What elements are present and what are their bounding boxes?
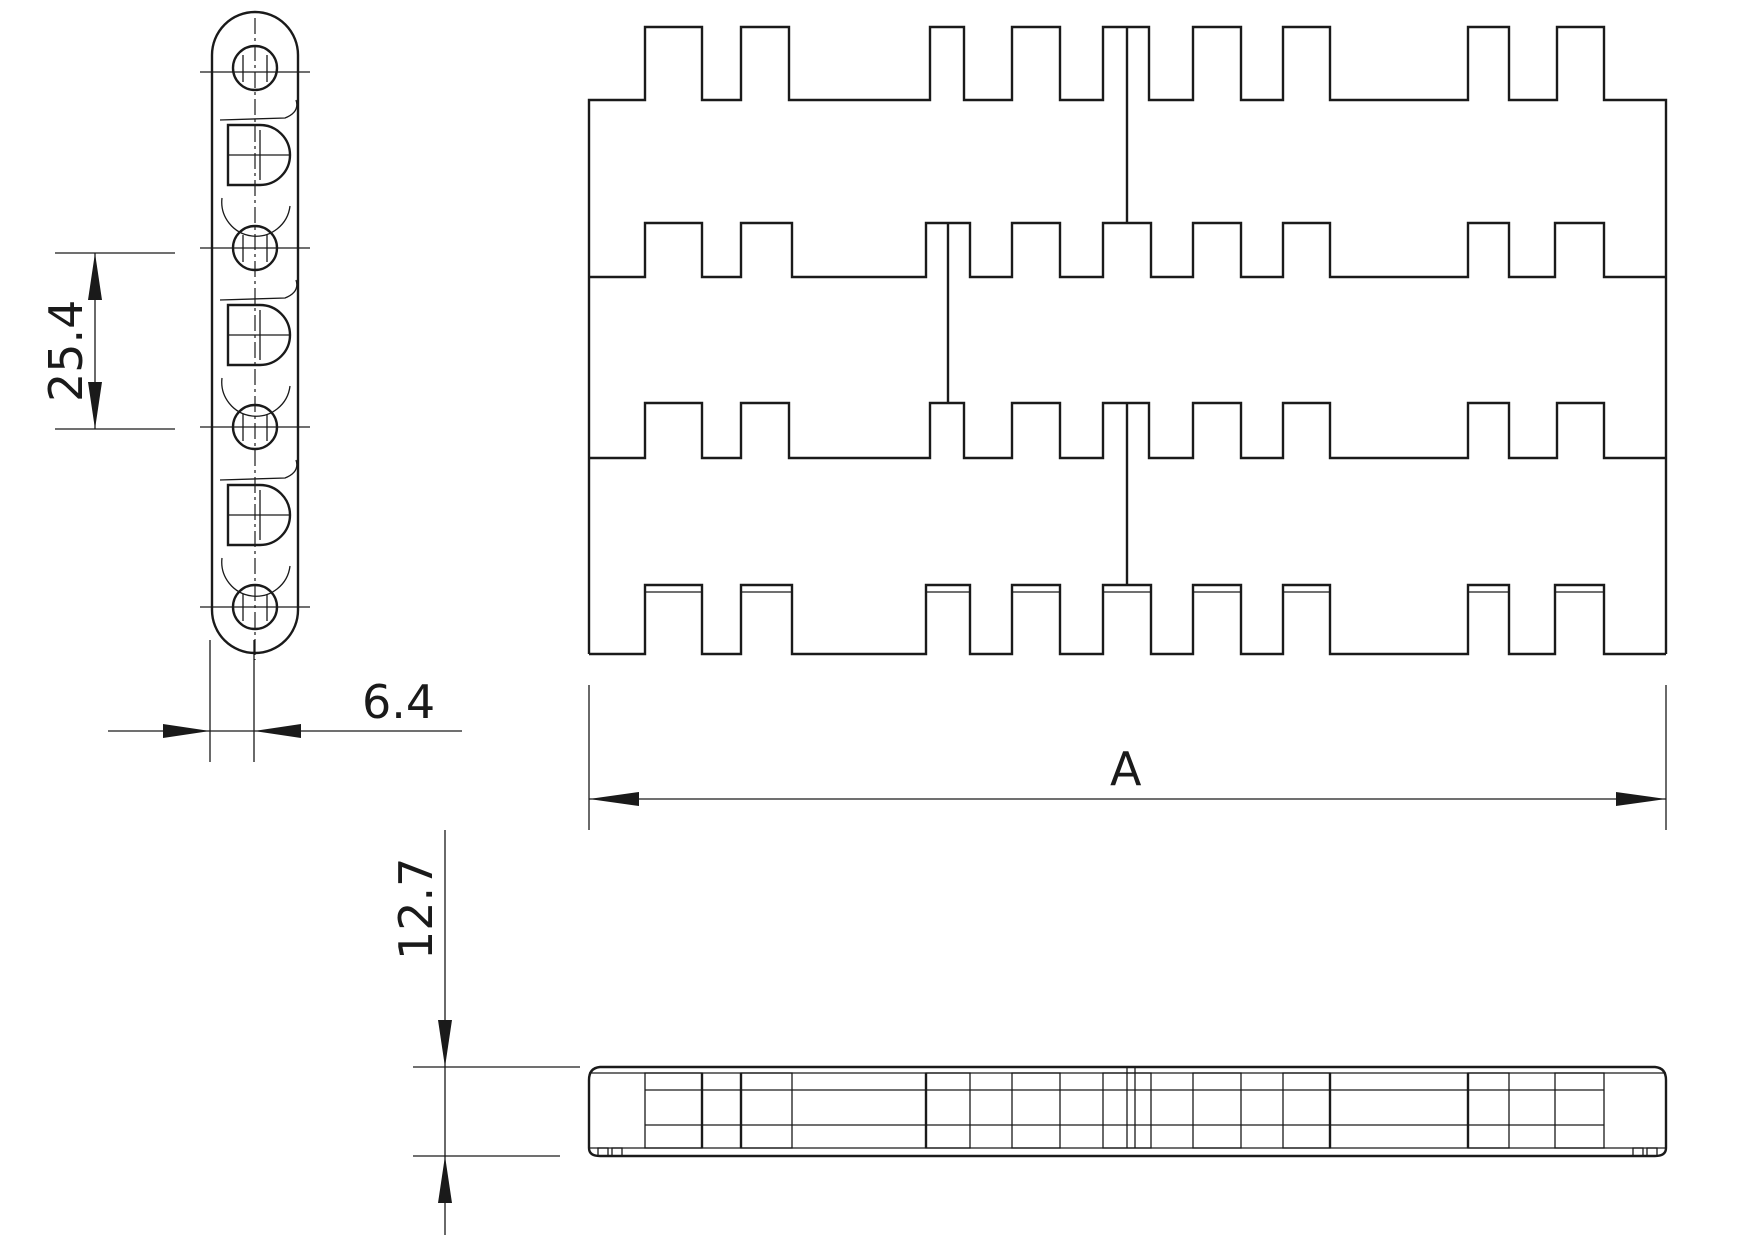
length-dimension: A: [588, 685, 1667, 830]
module-row: [589, 583, 1666, 656]
top-view: [587, 25, 1668, 656]
pitch-dimension: 25.4: [39, 252, 175, 430]
width-label: 6.4: [362, 675, 435, 729]
pin-hole: [200, 224, 310, 272]
pitch-label: 25.4: [39, 300, 93, 402]
height-dimension: 12.7: [389, 830, 580, 1235]
width-dimension: 6.4: [108, 640, 462, 762]
link-eye: [219, 279, 298, 417]
height-label: 12.7: [389, 858, 443, 960]
pin-hole: [200, 44, 310, 92]
pin-hole: [200, 583, 310, 631]
link-eye: [219, 459, 298, 597]
side-view: [200, 10, 310, 660]
side-view-outline: [210, 10, 300, 655]
length-label: A: [1110, 742, 1142, 796]
link-eye: [219, 99, 298, 237]
module-row: [589, 221, 1666, 279]
front-view: [587, 1065, 1668, 1158]
pin-hole: [200, 403, 310, 451]
